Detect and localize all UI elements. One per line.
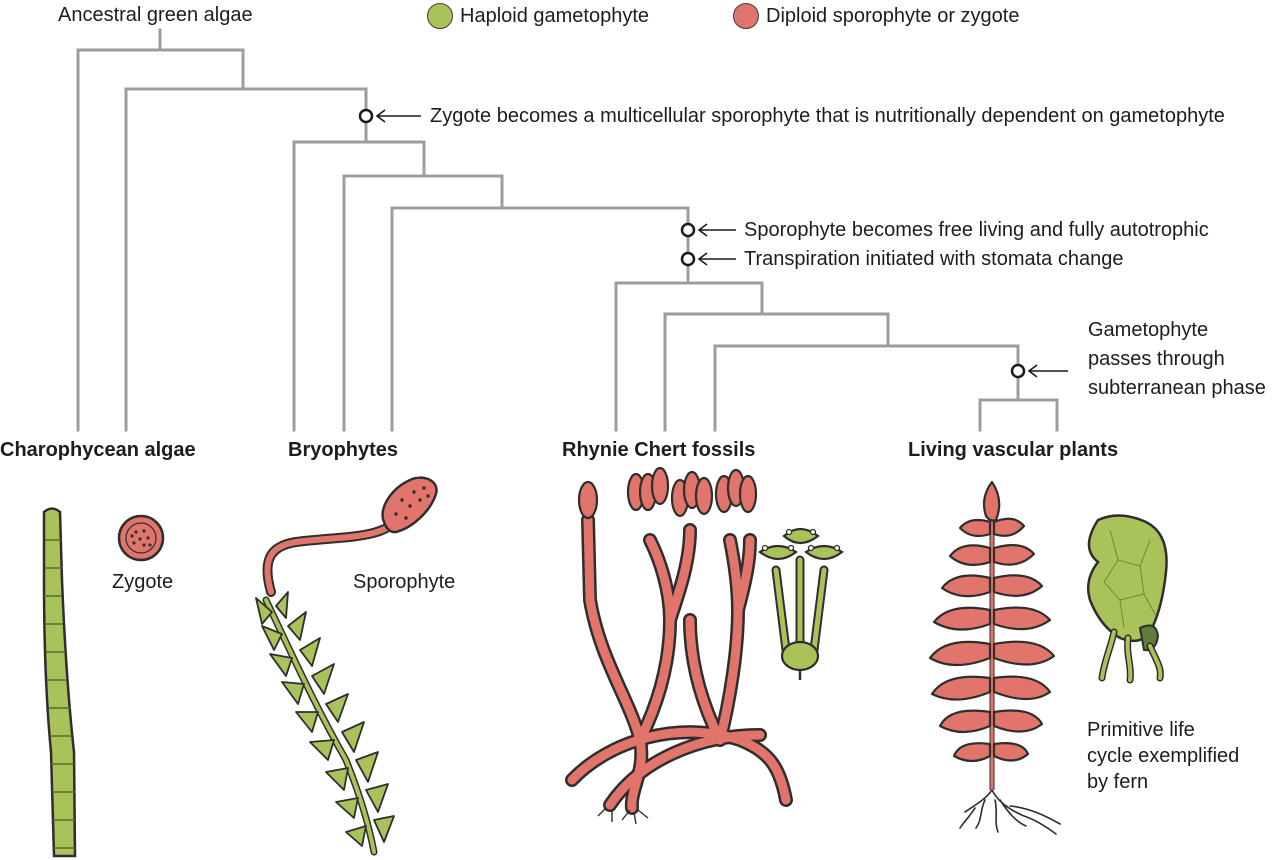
event-label-4-line-3: subterranean phase [1088,377,1266,399]
event-arrow-3 [697,252,736,266]
legend-label-diploid: Diploid sporophyte or zygote [766,5,1020,27]
tree-node-land [292,140,426,432]
tree-node-bryo-b [390,206,690,432]
fern-note-line-2: cycle exemplified [1087,745,1240,767]
event-marker-3 [680,251,696,267]
sporophyte-label: Sporophyte [353,571,456,593]
tree-node-vascular [614,281,764,432]
rhynie-fossil-illustration [565,466,793,825]
event-label-2: Sporophyte becomes free living and fully… [744,219,1209,241]
moss-illustration [255,476,438,856]
event-arrow-4 [1027,364,1068,378]
algal-filament-illustration [42,507,77,858]
rhynie-gametophyte-illustration [758,527,844,680]
event-arrow-2 [697,223,736,237]
event-label-3: Transpiration initiated with stomata cha… [744,248,1124,270]
fern-gametophyte-illustration [1087,514,1168,684]
tree-node-rhynie-a [663,312,890,432]
fern-note-line-1: Primitive life [1087,719,1195,741]
event-marker-4 [1010,363,1026,379]
zygote-label: Zygote [112,571,174,593]
root-label: Ancestral green algae [58,4,253,26]
group-label-living-vascular: Living vascular plants [908,439,1119,461]
fern-note-line-3: by fern [1087,771,1149,793]
tree-node-living [978,398,1059,432]
haploid-swatch-icon [427,3,453,29]
group-label-charophycean: Charophycean algae [0,439,196,461]
tree-node-bryo-a [342,174,504,432]
group-label-bryophytes: Bryophytes [288,439,399,461]
group-label-rhynie: Rhynie Chert fossils [562,439,756,461]
event-label-1: Zygote becomes a multicellular sporophyt… [430,105,1225,127]
event-label-4-line-1: Gametophyte [1088,319,1209,341]
event-marker-2 [680,222,696,238]
event-marker-1 [358,108,374,124]
event-arrow-1 [375,109,421,123]
diploid-swatch-icon [733,3,759,29]
fern-illustration [928,480,1061,835]
legend-label-haploid: Haploid gametophyte [460,5,650,27]
tree-node-root [76,48,245,432]
zygote-illustration [117,514,165,562]
event-label-4-line-2: passes through [1088,348,1225,370]
